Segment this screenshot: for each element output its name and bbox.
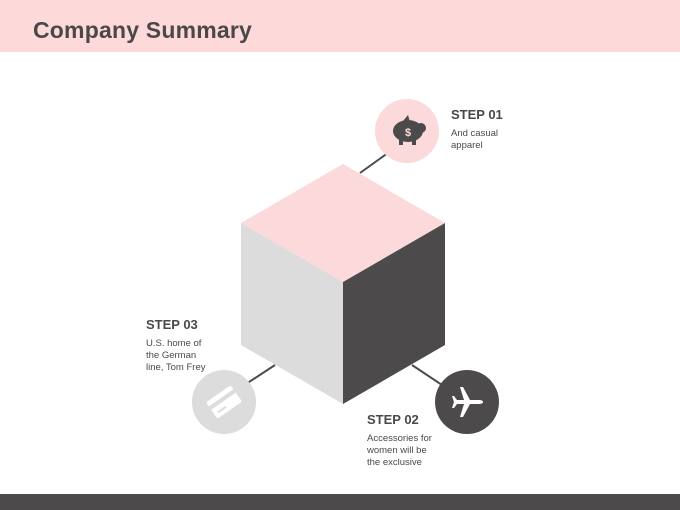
footer-bar — [0, 494, 680, 510]
step-02-description: Accessories for women will be the exclus… — [367, 433, 432, 468]
airplane-icon — [452, 387, 483, 417]
step-03-description: U.S. home of the German line, Tom Frey — [146, 338, 206, 373]
step-02-title: STEP 02 — [367, 412, 419, 427]
connector-line-step-02 — [411, 364, 443, 386]
header-bar: Company Summary — [0, 0, 680, 52]
step-01-title: STEP 01 — [451, 107, 503, 122]
step-02-icon-circle — [435, 370, 499, 434]
step-03-icon-circle — [192, 370, 256, 434]
step-01-description: And casual apparel — [451, 128, 499, 151]
connector-line-step-03 — [245, 364, 276, 385]
cube-right-face — [343, 223, 445, 404]
credit-card-icon — [206, 385, 242, 419]
cube-left-face — [241, 223, 343, 404]
piggy-bank-icon: $ — [393, 115, 426, 145]
page-title: Company Summary — [33, 17, 253, 43]
piggy-bank-dollar-glyph: $ — [405, 127, 411, 139]
step-03-title: STEP 03 — [146, 317, 198, 332]
step-01-icon-circle: $ — [375, 99, 439, 163]
